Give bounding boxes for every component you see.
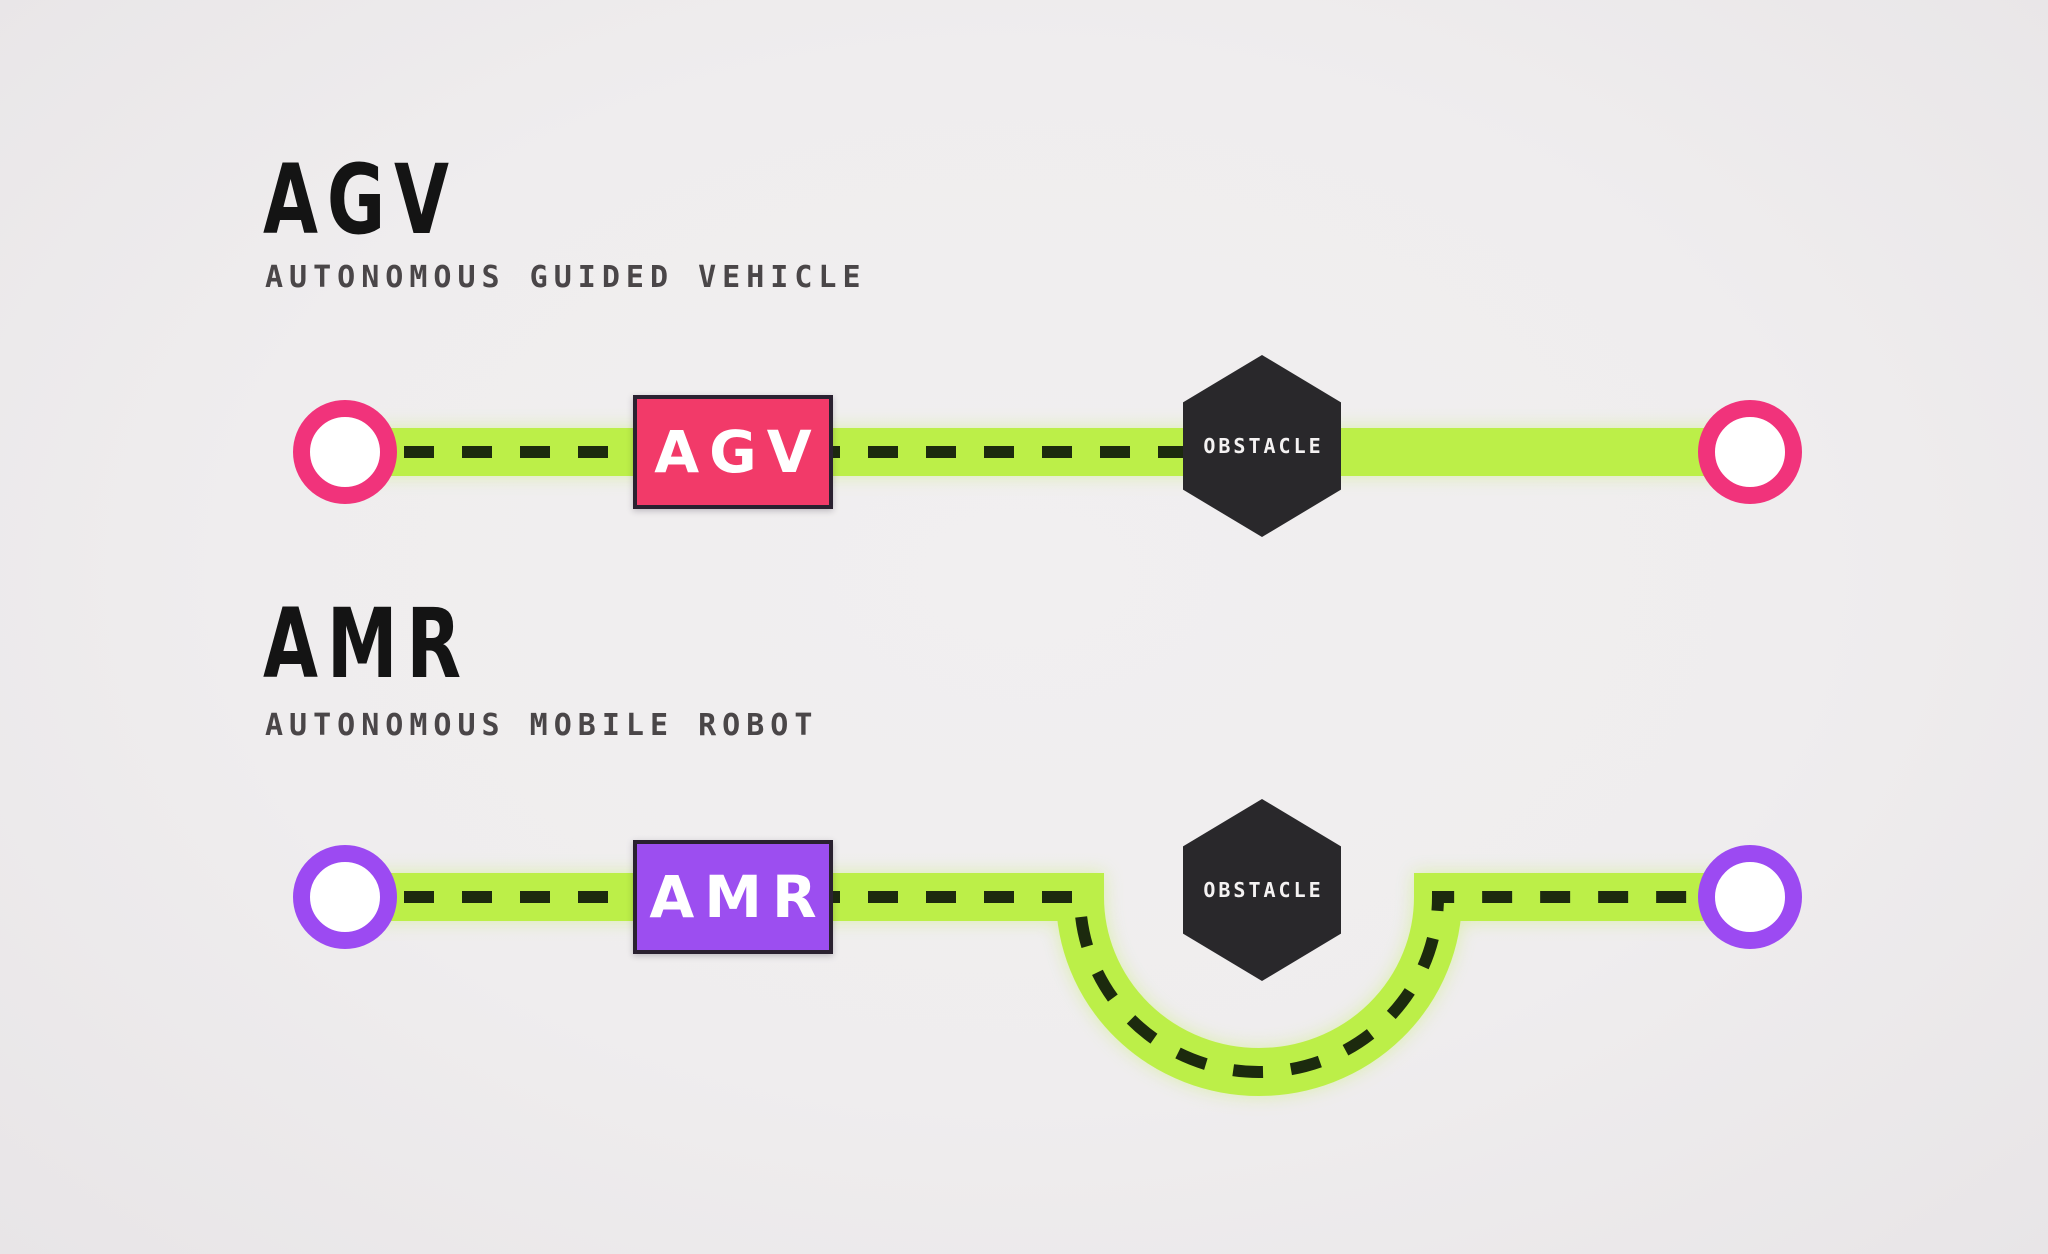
agv-title: AGV — [263, 144, 458, 256]
agv-obstacle-label: OBSTACLE — [1203, 434, 1324, 458]
amr-end-node — [1698, 845, 1802, 949]
amr-route-track — [345, 873, 1750, 1096]
agv-vehicle-label: AGV — [654, 418, 822, 486]
agv-subtitle: AUTONOMOUS GUIDED VEHICLE — [265, 260, 867, 295]
agv-start-node — [293, 400, 397, 504]
amr-title: AMR — [263, 588, 471, 700]
amr-subtitle: AUTONOMOUS MOBILE ROBOT — [265, 708, 819, 743]
amr-obstacle-label: OBSTACLE — [1203, 878, 1324, 902]
agv-end-node — [1698, 400, 1802, 504]
agv-vehicle-box: AGV — [633, 395, 833, 509]
amr-vehicle-box: AMR — [633, 840, 833, 954]
amr-vehicle-label: AMR — [649, 863, 827, 931]
amr-start-node — [293, 845, 397, 949]
amr-route-dashes — [404, 891, 1698, 1078]
